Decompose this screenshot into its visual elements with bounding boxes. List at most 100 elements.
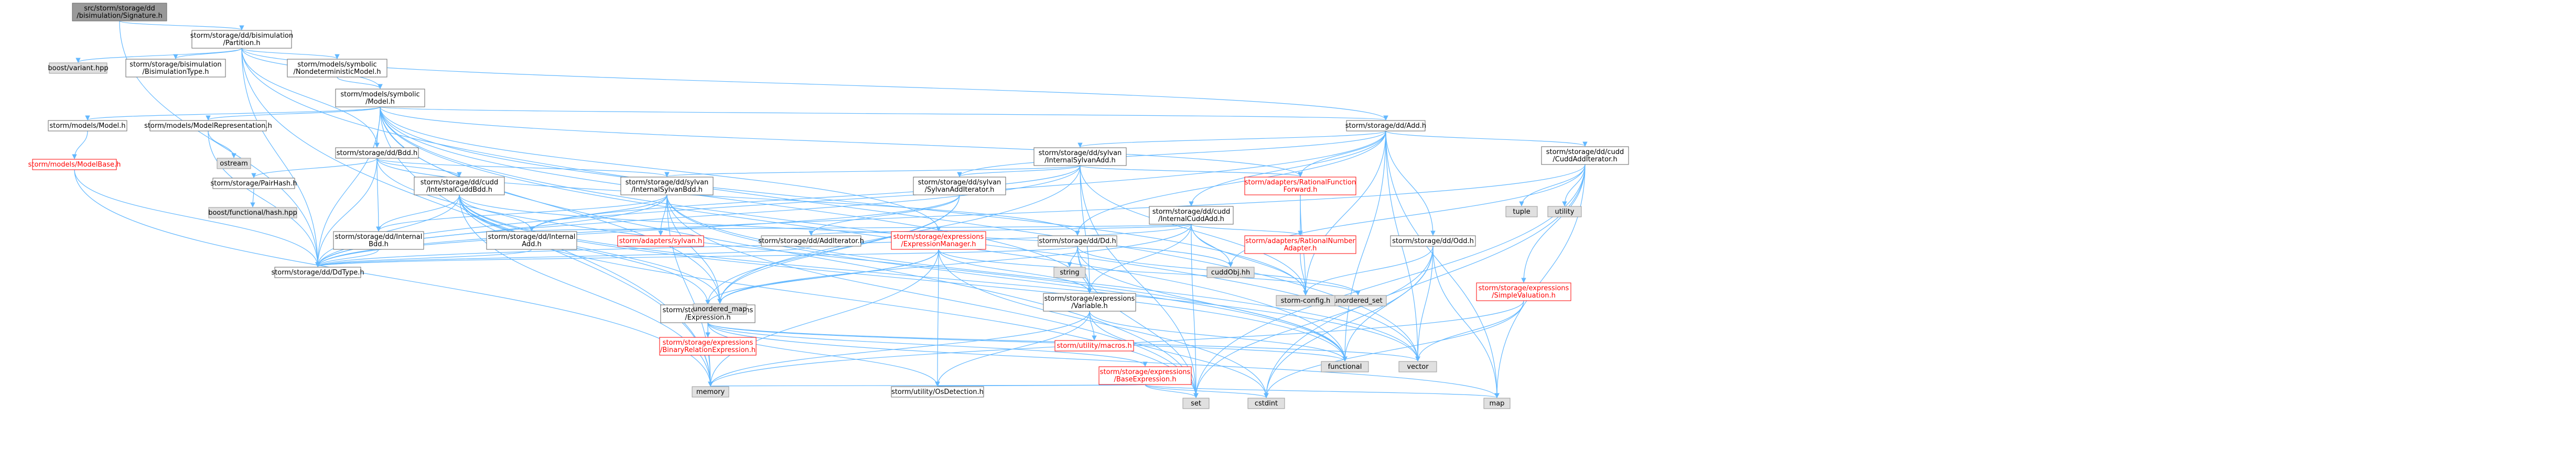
edge-cuddadd-to-ratnum bbox=[1191, 224, 1303, 236]
edge-dd-to-ddtype bbox=[315, 246, 1078, 267]
node-storm-storage-dd-cudd-internalcuddbdd-h[interactable]: storm/storage/dd/cudd/InternalCuddBdd.h bbox=[414, 177, 505, 195]
edge-cuddadd-to-set bbox=[1191, 224, 1199, 398]
edge-exprmgr-to-memory bbox=[708, 249, 939, 387]
node-label: tuple bbox=[1513, 208, 1530, 216]
edge-sylvanadd-to-sylvanbdd bbox=[664, 165, 1081, 177]
node-label: storm/models/Model.h bbox=[49, 122, 125, 130]
node-boost-variant-hpp[interactable]: boost/variant.hpp bbox=[48, 62, 109, 74]
node-ostream[interactable]: ostream bbox=[217, 158, 251, 169]
node-storm-storage-expressions-binaryrelationexpression-h[interactable]: storm/storage/expressions/BinaryRelation… bbox=[659, 337, 757, 356]
node-label: /Partition.h bbox=[223, 39, 261, 47]
edge-sylvanbdd-to-set bbox=[666, 194, 1199, 398]
node-storm-storage-dd-sylvan-sylvanadditerator-h[interactable]: storm/storage/dd/sylvan/SylvanAddIterato… bbox=[913, 177, 1006, 195]
node-storm-storage-dd-cudd-internalcuddadd-h[interactable]: storm/storage/dd/cudd/InternalCuddAdd.h bbox=[1149, 206, 1234, 225]
node-label: /BaseExpression.h bbox=[1114, 376, 1177, 383]
node-box bbox=[48, 120, 127, 131]
node-cuddobj-hh[interactable]: cuddObj.hh bbox=[1206, 267, 1255, 278]
node-storm-utility-macros-h[interactable]: storm/utility/macros.h bbox=[1054, 340, 1134, 352]
node-unordered-map[interactable]: unordered_map bbox=[693, 303, 747, 315]
node-storm-storage-pairhash-h[interactable]: storm/storage/PairHash.h bbox=[210, 178, 297, 189]
node-storm-storage-dd-ddtype-h[interactable]: storm/storage/dd/DdType.h bbox=[271, 267, 364, 278]
node-functional[interactable]: functional bbox=[1321, 361, 1369, 372]
edge-exprmgr-to-cstdint bbox=[938, 249, 1269, 398]
node-storm-storage-dd-sylvan-internalsylvanbdd-h[interactable]: storm/storage/dd/sylvan/InternalSylvanBd… bbox=[620, 177, 714, 195]
node-storm-utility-osdetection-h[interactable]: storm/utility/OsDetection.h bbox=[891, 386, 984, 398]
node-unordered-set[interactable]: unordered_set bbox=[1329, 295, 1387, 306]
node-label: storm/adapters/sylvan.h bbox=[619, 237, 702, 245]
node-label: Adapter.h bbox=[1284, 245, 1317, 253]
node-box bbox=[1247, 398, 1285, 409]
node-storm-storage-bisimulation-bisimulationtype-h[interactable]: storm/storage/bisimulation/BisimulationT… bbox=[125, 59, 226, 78]
edge-variable-to-osdetect bbox=[935, 311, 1090, 387]
node-box bbox=[891, 386, 984, 398]
node-label: /NondeterministicModel.h bbox=[294, 68, 381, 76]
node-utility[interactable]: utility bbox=[1547, 206, 1582, 217]
edge-baseexpr-to-map bbox=[1145, 384, 1500, 398]
node-tuple[interactable]: tuple bbox=[1505, 206, 1538, 217]
edge-add-to-dd bbox=[1075, 130, 1386, 236]
edge-cuddaddit-to-tuple bbox=[1519, 164, 1586, 206]
node-storm-config-h[interactable]: storm-config.h bbox=[1276, 295, 1335, 306]
edge-partition-to-add bbox=[241, 48, 1388, 120]
node-src-storm-storage-dd-bisimulation-signature-h[interactable]: src/storm/storage/dd/bisimulation/Signat… bbox=[72, 3, 167, 21]
node-vector[interactable]: vector bbox=[1398, 361, 1437, 372]
edge-baseexpr-to-cstdint bbox=[1145, 384, 1269, 398]
node-label: boost/functional/hash.hpp bbox=[208, 209, 297, 217]
node-label: storm/storage/dd/cudd bbox=[1546, 148, 1624, 156]
node-memory[interactable]: memory bbox=[692, 386, 729, 398]
edge-partition-to-bisimtype bbox=[173, 48, 242, 59]
node-cstdint[interactable]: cstdint bbox=[1247, 398, 1285, 409]
node-box bbox=[891, 231, 986, 250]
node-storm-models-model-h[interactable]: storm/models/Model.h bbox=[48, 120, 127, 131]
node-storm-storage-expressions-expressionmanager-h[interactable]: storm/storage/expressions/ExpressionMana… bbox=[891, 231, 986, 250]
node-storm-storage-dd-bisimulation-partition-h[interactable]: storm/storage/dd/bisimulation/Partition.… bbox=[190, 30, 293, 49]
node-label: storm/storage/expressions bbox=[1044, 295, 1135, 303]
node-storm-models-modelbase-h[interactable]: storm/models/ModelBase.h bbox=[28, 159, 121, 170]
node-label: storm/storage/dd/sylvan bbox=[626, 179, 709, 186]
node-box bbox=[1346, 120, 1426, 131]
edge-cuddbdd-to-unordered_map bbox=[459, 194, 723, 304]
node-storm-storage-dd-sylvan-internalsylvanadd-h[interactable]: storm/storage/dd/sylvan/InternalSylvanAd… bbox=[1033, 147, 1127, 166]
edge-variable-to-functional bbox=[1089, 311, 1348, 361]
node-storm-storage-expressions-baseexpression-h[interactable]: storm/storage/expressions/BaseExpression… bbox=[1098, 366, 1192, 385]
edge-sylvanadd-to-sylvaniter bbox=[957, 165, 1081, 177]
node-boost-functional-hash-hpp[interactable]: boost/functional/hash.hpp bbox=[208, 207, 297, 218]
node-storm-models-symbolic-model-h[interactable]: storm/models/symbolic/Model.h bbox=[335, 89, 425, 107]
node-box bbox=[1053, 267, 1086, 278]
edge-exprmgr-to-osdetect bbox=[935, 249, 940, 387]
node-storm-storage-dd-cudd-cuddadditerator-h[interactable]: storm/storage/dd/cudd/CuddAddIterator.h bbox=[1541, 146, 1629, 165]
node-box bbox=[1206, 267, 1255, 278]
node-label: /InternalSylvanBdd.h bbox=[631, 186, 703, 194]
node-label: map bbox=[1490, 400, 1505, 408]
node-label: unordered_map bbox=[693, 305, 747, 313]
edge-symmodel-to-functional bbox=[380, 106, 1348, 361]
node-label: /InternalSylvanAdd.h bbox=[1044, 157, 1115, 164]
edge-symmodel-to-unordered_map bbox=[380, 106, 723, 304]
node-storm-storage-dd-bdd-h[interactable]: storm/storage/dd/Bdd.h bbox=[335, 147, 419, 159]
node-label: storm/adapters/RationalNumber bbox=[1245, 237, 1355, 245]
node-label: ostream bbox=[220, 160, 248, 168]
node-storm-adapters-sylvan-h[interactable]: storm/adapters/sylvan.h bbox=[617, 235, 704, 247]
node-storm-storage-dd-odd-h[interactable]: storm/storage/dd/Odd.h bbox=[1390, 235, 1476, 247]
node-string[interactable]: string bbox=[1053, 267, 1086, 278]
node-storm-storage-dd-dd-h[interactable]: storm/storage/dd/Dd.h bbox=[1038, 235, 1117, 247]
node-storm-storage-dd-additerator-h[interactable]: storm/storage/dd/AddIterator.h bbox=[758, 235, 864, 247]
edge-cuddbdd-to-functional bbox=[459, 194, 1348, 361]
edge-bdd-to-sylvanbdd bbox=[376, 158, 670, 177]
node-box bbox=[1033, 147, 1127, 166]
node-storm-models-symbolic-nondeterministicmodel-h[interactable]: storm/models/symbolic/NondeterministicMo… bbox=[287, 59, 387, 78]
node-storm-models-modelrepresentation-h[interactable]: storm/models/ModelRepresentation.h bbox=[144, 120, 272, 131]
node-set[interactable]: set bbox=[1182, 398, 1210, 409]
node-label: functional bbox=[1328, 363, 1362, 371]
node-label: storm/storage/PairHash.h bbox=[210, 180, 297, 188]
node-map[interactable]: map bbox=[1483, 398, 1511, 409]
node-storm-storage-expressions-simplevaluation-h[interactable]: storm/storage/expressions/SimpleValuatio… bbox=[1476, 282, 1571, 301]
node-label: Bdd.h bbox=[369, 240, 389, 248]
node-storm-storage-expressions-variable-h[interactable]: storm/storage/expressions/Variable.h bbox=[1043, 293, 1136, 312]
node-storm-storage-dd-add-h[interactable]: storm/storage/dd/Add.h bbox=[1345, 120, 1426, 131]
edge-odd-to-cstdint bbox=[1264, 246, 1433, 398]
